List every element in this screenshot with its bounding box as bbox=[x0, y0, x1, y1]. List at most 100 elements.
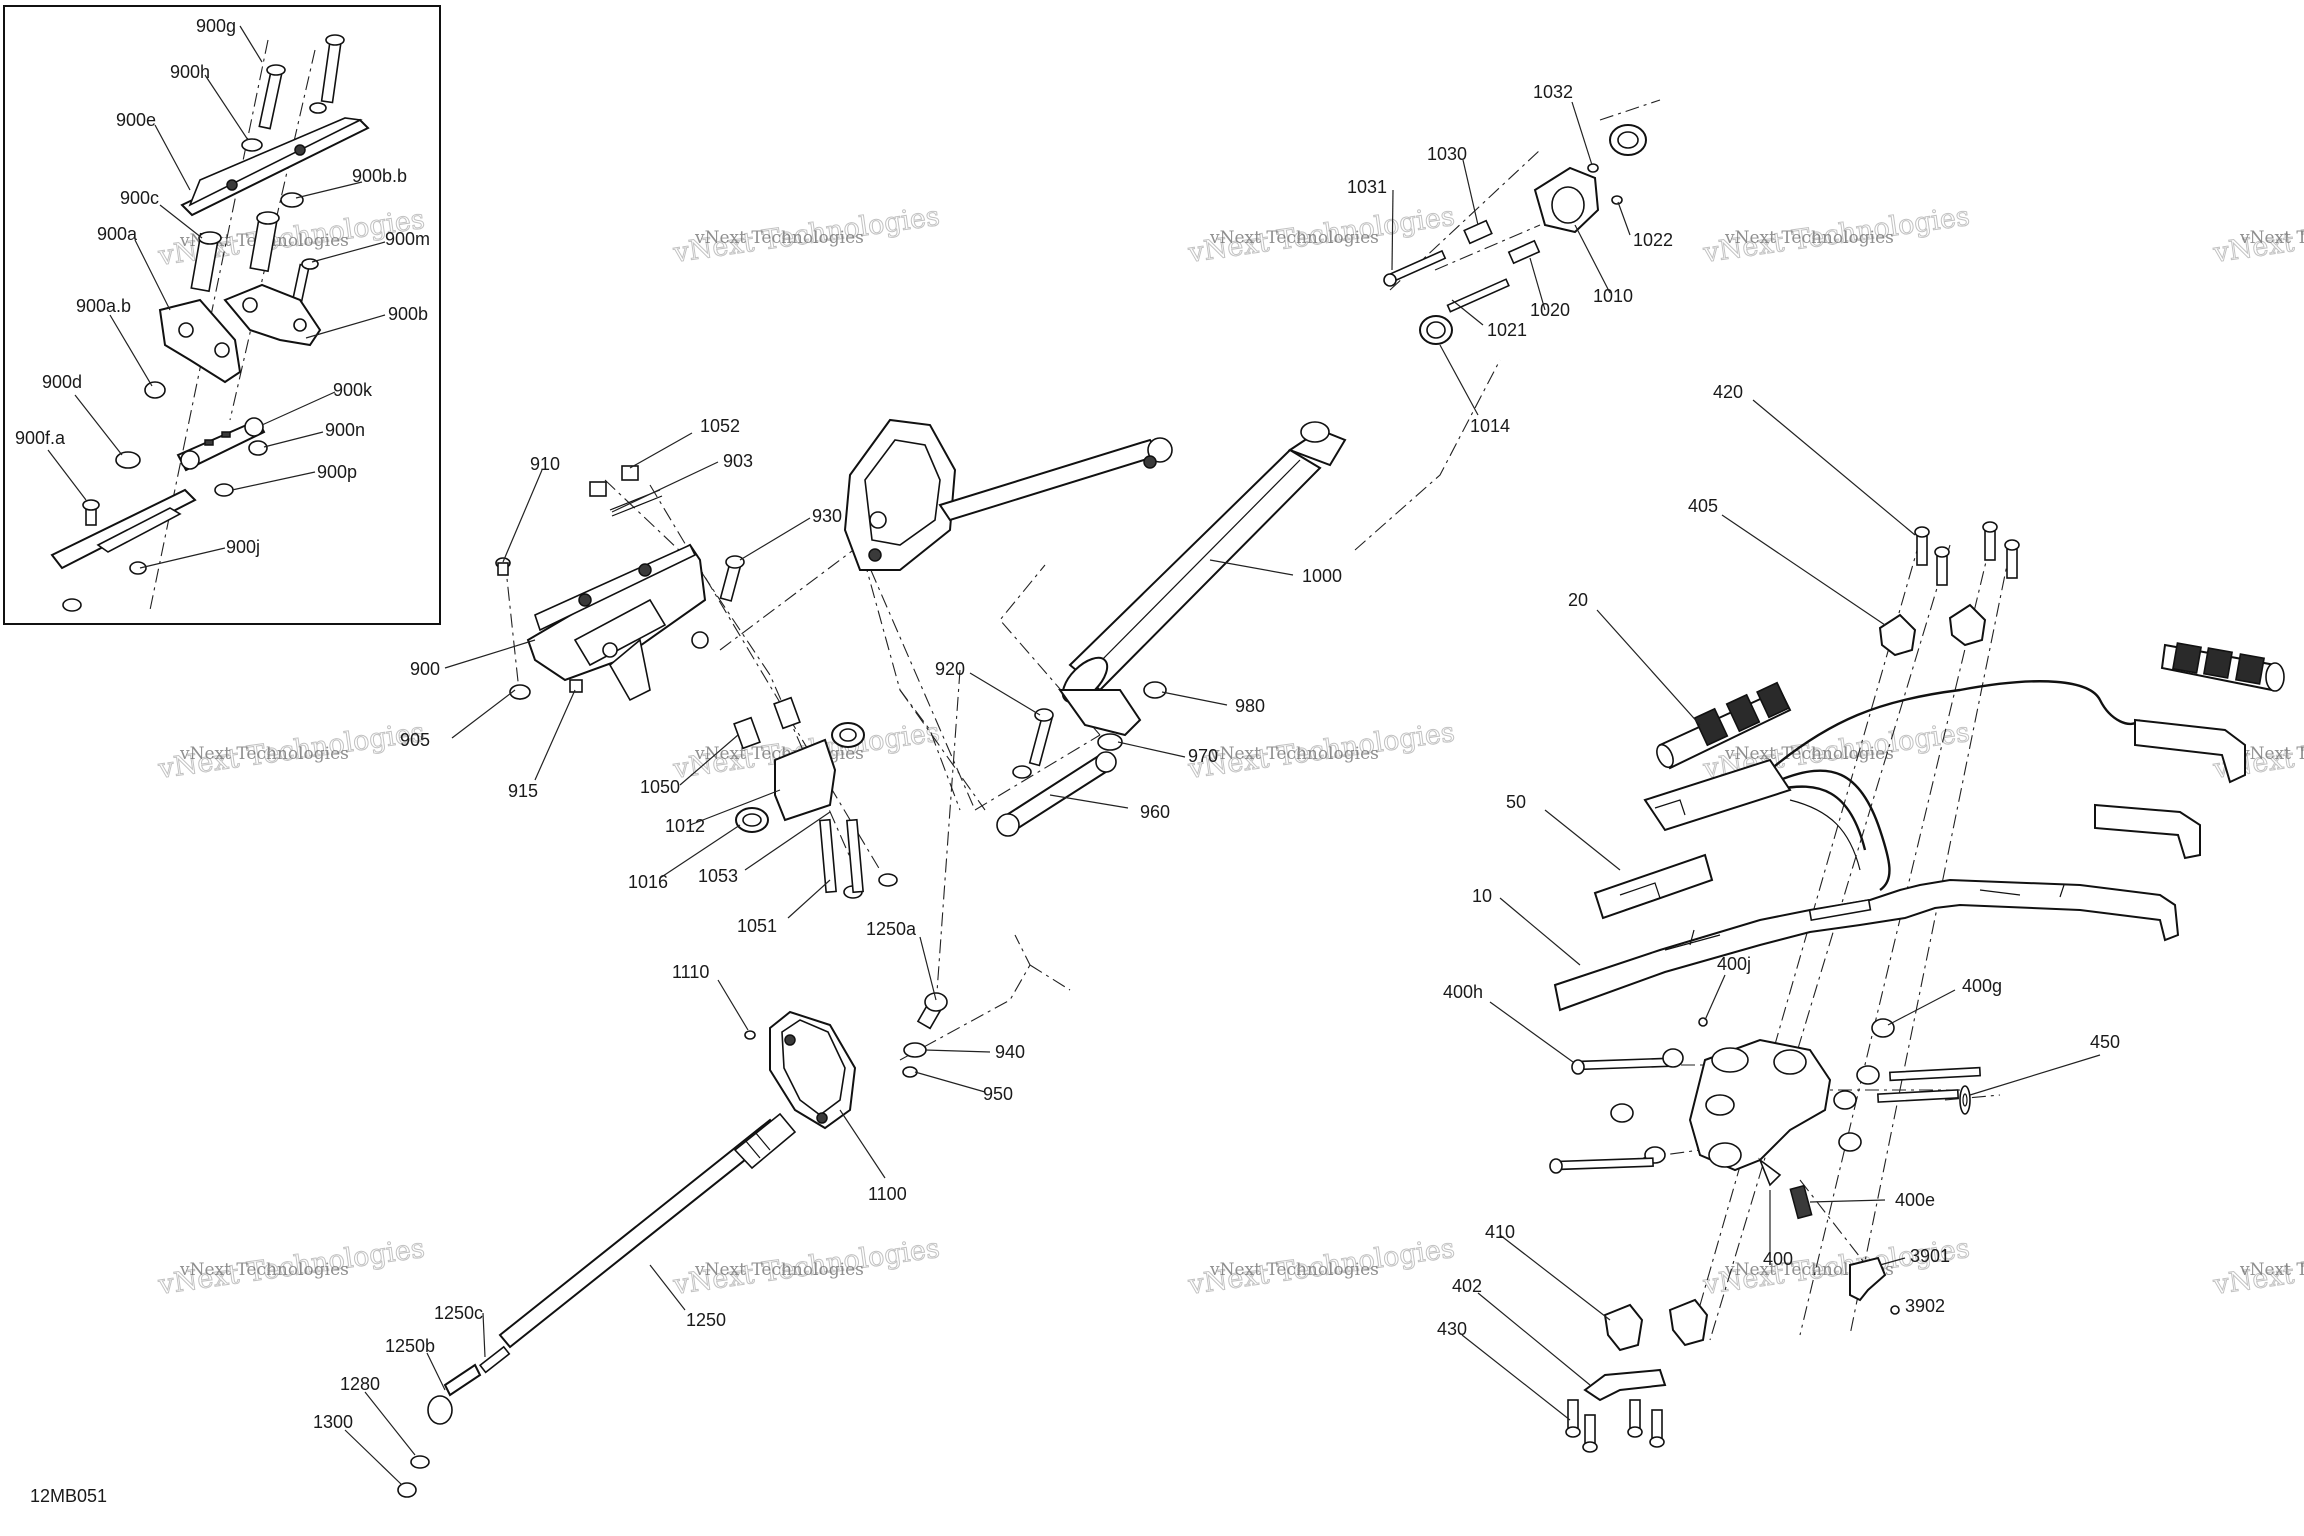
callout-450: 450 bbox=[2090, 1032, 2120, 1052]
bar-end-right-lower bbox=[2094, 803, 2201, 860]
nut-1022 bbox=[1611, 195, 1623, 205]
callout-3902: 3902 bbox=[1905, 1296, 1945, 1316]
callout-1250a: 1250a bbox=[866, 919, 917, 939]
clips-1052 bbox=[589, 465, 663, 517]
washer-1280 bbox=[410, 1455, 430, 1469]
shaft-1250 bbox=[397, 1112, 797, 1498]
callout-900d: 900d bbox=[42, 372, 82, 392]
watermark-text: vNext Technologies bbox=[2239, 1260, 2304, 1280]
callout-1300: 1300 bbox=[313, 1412, 353, 1432]
grip-sleeve-50 bbox=[1593, 853, 1714, 920]
callout-1052: 1052 bbox=[700, 416, 740, 436]
callout-1032: 1032 bbox=[1533, 82, 1573, 102]
inset-900-detail: 900g 900h 900e 900b.b 900c 900a 900m 900… bbox=[3, 5, 441, 625]
bolt-1051 bbox=[819, 818, 837, 894]
nut-400g bbox=[1871, 1018, 1895, 1038]
callout-1014: 1014 bbox=[1470, 416, 1510, 436]
grip-20 bbox=[1656, 681, 1792, 770]
steering-box-upper bbox=[843, 418, 1173, 571]
nut-980 bbox=[1143, 681, 1167, 699]
callout-940: 940 bbox=[995, 1042, 1025, 1062]
washer-900bb bbox=[280, 192, 304, 208]
callout-1010: 1010 bbox=[1593, 286, 1633, 306]
washer-450 bbox=[1959, 1085, 1971, 1115]
lever-3901 bbox=[1849, 1256, 1887, 1302]
callout-915: 915 bbox=[508, 781, 538, 801]
washer-900p bbox=[214, 483, 234, 497]
plate-900e bbox=[180, 118, 370, 217]
watermark-text: vNext Technologies bbox=[179, 744, 349, 764]
screw-1032 bbox=[1587, 163, 1599, 173]
bolt-930 bbox=[719, 555, 745, 602]
callout-900fa: 900f.a bbox=[15, 428, 66, 448]
inset-frame bbox=[3, 5, 441, 625]
callout-400j: 400j bbox=[1717, 954, 1751, 974]
watermark-text: vNext Technologies bbox=[1209, 1260, 1379, 1280]
pin-1020 bbox=[1507, 239, 1541, 265]
callout-900ab: 900a.b bbox=[76, 296, 131, 316]
callout-970: 970 bbox=[1188, 746, 1218, 766]
bolt-920 bbox=[1028, 713, 1054, 767]
heating-wire bbox=[1769, 680, 2141, 771]
clamp-405 bbox=[1878, 613, 1917, 657]
grip-right bbox=[2160, 642, 2285, 692]
callout-1250: 1250 bbox=[686, 1310, 726, 1330]
callout-900c: 900c bbox=[120, 188, 159, 208]
washer-900d bbox=[115, 451, 141, 469]
callout-1051: 1051 bbox=[737, 916, 777, 936]
callout-920: 920 bbox=[935, 659, 965, 679]
callout-950: 950 bbox=[983, 1084, 1013, 1104]
callout-910: 910 bbox=[530, 454, 560, 474]
callout-900m: 900m bbox=[385, 229, 430, 249]
callout-405: 405 bbox=[1688, 496, 1718, 516]
callout-1000: 1000 bbox=[1302, 566, 1342, 586]
watermark-text: vNext Technologies bbox=[179, 1260, 349, 1280]
diagram-id: 12MB051 bbox=[30, 1486, 107, 1506]
callout-1022: 1022 bbox=[1633, 230, 1673, 250]
bolt-420 bbox=[1916, 534, 1928, 566]
watermark-text: vNext Technologies bbox=[694, 1260, 864, 1280]
callout-1053: 1053 bbox=[698, 866, 738, 886]
tie-rod bbox=[938, 438, 1162, 522]
screw-3902 bbox=[1890, 1305, 1900, 1315]
lower-steering-box bbox=[744, 992, 948, 1130]
callout-900bb: 900b.b bbox=[352, 166, 407, 186]
callout-50: 50 bbox=[1506, 792, 1526, 812]
callout-980: 980 bbox=[1235, 696, 1265, 716]
bolt-400h bbox=[1574, 1057, 1671, 1071]
callout-400g: 400g bbox=[1962, 976, 2002, 996]
washer-900h bbox=[241, 138, 263, 152]
callout-3901: 3901 bbox=[1910, 1246, 1950, 1266]
callout-labels: 910 1052 903 930 900 905 915 1050 1012 1… bbox=[313, 82, 2120, 1432]
bracket-402 bbox=[1583, 1368, 1667, 1402]
watermark-text: vNext Technologies bbox=[1209, 744, 1379, 764]
callout-1031: 1031 bbox=[1347, 177, 1387, 197]
callout-903: 903 bbox=[723, 451, 753, 471]
spring-400e bbox=[1789, 1184, 1813, 1220]
watermark-text: vNext Technologies bbox=[1724, 744, 1894, 764]
callout-900n: 900n bbox=[325, 420, 365, 440]
callout-1030: 1030 bbox=[1427, 144, 1467, 164]
callout-410: 410 bbox=[1485, 1222, 1515, 1242]
nut-900n bbox=[248, 440, 268, 456]
pitman-arm-960 bbox=[996, 681, 1167, 837]
callout-1021: 1021 bbox=[1487, 320, 1527, 340]
sleeve-1030 bbox=[1463, 219, 1493, 245]
screw-1110 bbox=[744, 1030, 756, 1040]
bolt-900-top bbox=[309, 34, 345, 114]
riser-400 bbox=[1688, 1038, 1832, 1187]
callout-1050: 1050 bbox=[640, 777, 680, 797]
watermark-text: vNext Technologies bbox=[694, 228, 864, 248]
leader-lines bbox=[344, 101, 2101, 1486]
washer-970 bbox=[1097, 733, 1123, 751]
nut-905 bbox=[509, 684, 531, 700]
steering-bracket-900 bbox=[495, 543, 709, 702]
callout-930: 930 bbox=[812, 506, 842, 526]
callout-1250c: 1250c bbox=[434, 1303, 483, 1323]
